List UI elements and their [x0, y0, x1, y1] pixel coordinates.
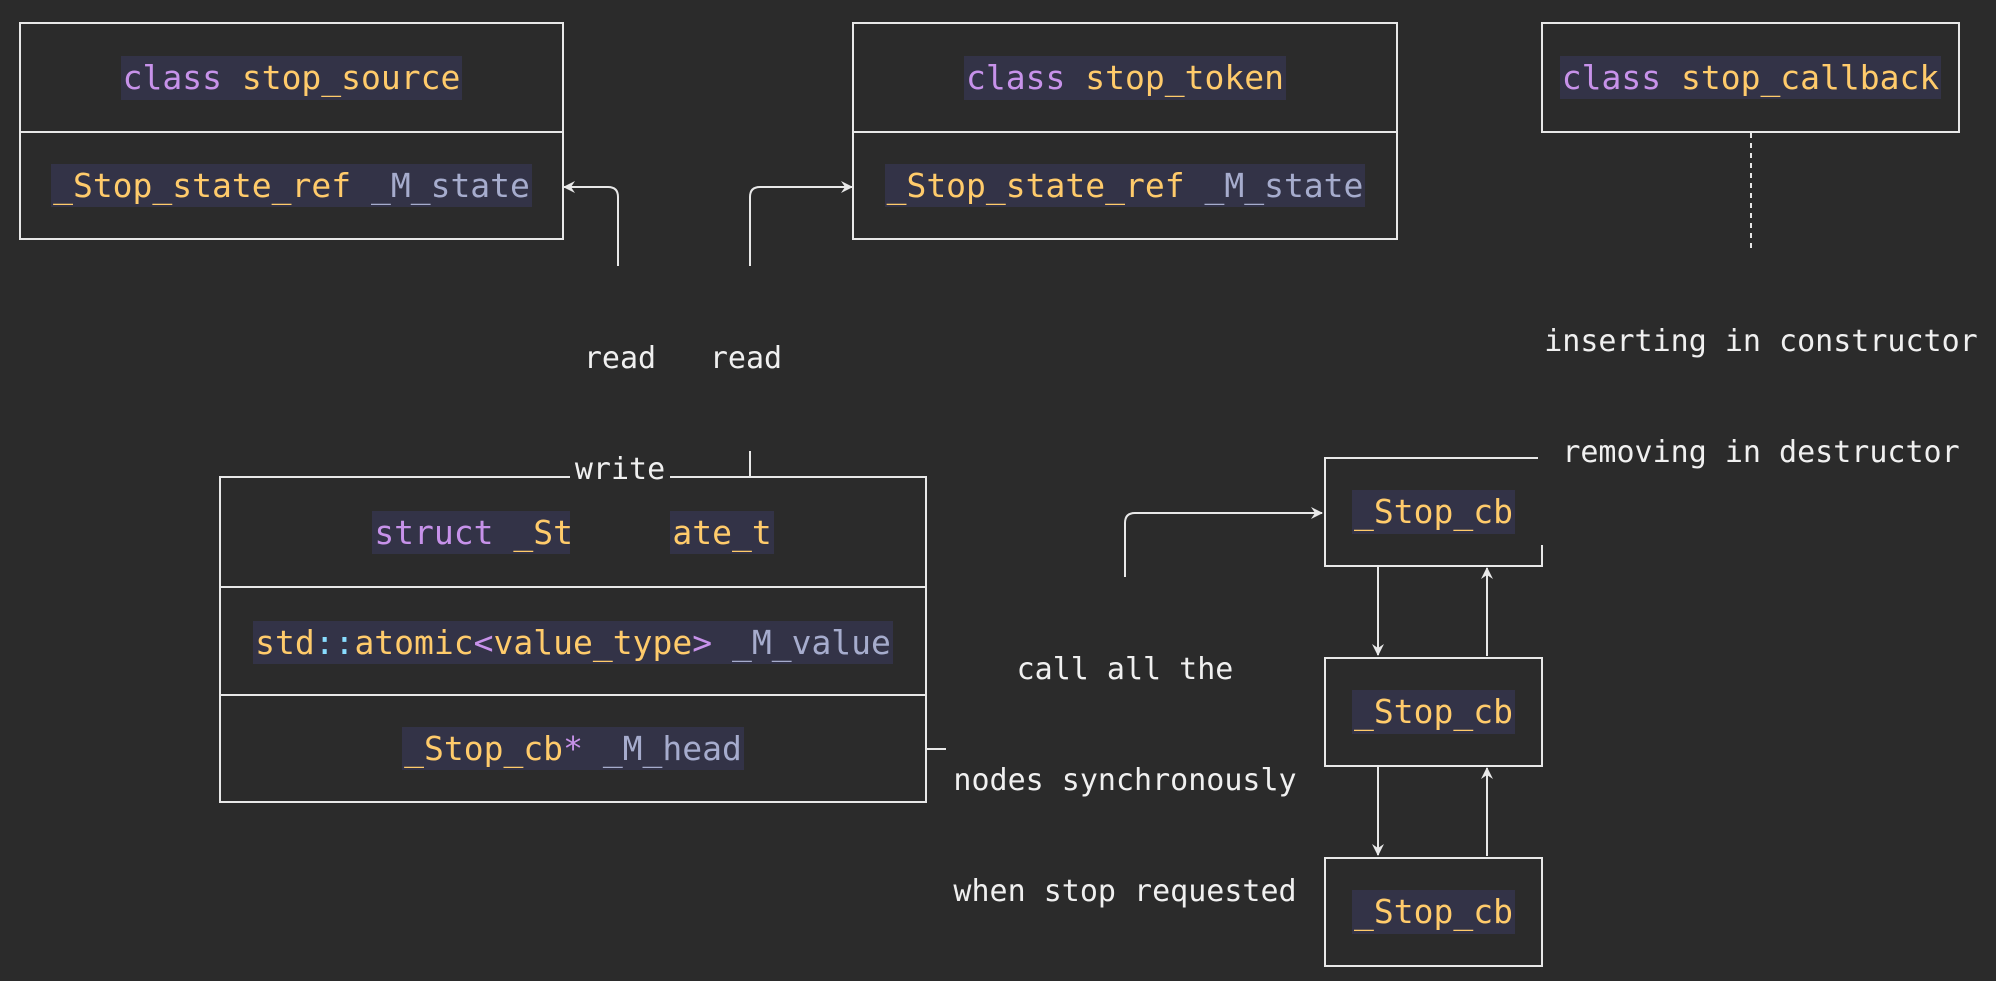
stop-cb-node: _Stop_cb — [1324, 457, 1543, 567]
read-label: read — [704, 266, 788, 451]
stop-cb-node-label: _Stop_cb — [1352, 890, 1515, 934]
call-all-nodes-label: call all the nodes synchronously when st… — [946, 577, 1304, 981]
stop-token-title: class stop_token — [964, 56, 1286, 100]
stop-source-box: class stop_source _Stop_state_ref _M_sta… — [19, 22, 564, 240]
stop-cb-node: _Stop_cb — [1324, 657, 1543, 767]
callback-insert-remove-label: inserting in constructor removing in des… — [1538, 249, 1984, 545]
stop-callback-title: class stop_callback — [1559, 55, 1942, 100]
stop-source-state-field: _Stop_state_ref _M_state — [51, 163, 532, 208]
stop-source-header: class stop_source — [21, 24, 562, 132]
stop-cb-node: _Stop_cb — [1324, 857, 1543, 967]
stop-token-field: _Stop_state_ref _M_state — [854, 131, 1396, 238]
stop-state-value-field: std::atomic<value_type> _M_value — [253, 620, 893, 665]
stop-token-header: class stop_token — [854, 24, 1396, 132]
stop-cb-node-label: _Stop_cb — [1352, 690, 1515, 734]
read-connector — [749, 181, 853, 476]
stop-source-title: class stop_source — [120, 56, 463, 100]
read-write-label: read write — [570, 266, 670, 562]
stop-state-value-row: std::atomic<value_type> _M_value — [221, 586, 925, 697]
stop-callback-header: class stop_callback — [1543, 24, 1958, 131]
stop-token-box: class stop_token _Stop_state_ref _M_stat… — [852, 22, 1398, 240]
stop-source-field: _Stop_state_ref _M_state — [21, 131, 562, 238]
stop-cb-node-label: _Stop_cb — [1352, 490, 1515, 534]
stop-callback-box: class stop_callback — [1541, 22, 1960, 133]
stop-state-head-row: _Stop_cb* _M_head — [221, 694, 925, 801]
stop-state-head-field: _Stop_cb* _M_head — [402, 726, 744, 771]
stop-token-state-field: _Stop_state_ref _M_state — [884, 163, 1366, 208]
read-write-connector — [563, 181, 624, 475]
